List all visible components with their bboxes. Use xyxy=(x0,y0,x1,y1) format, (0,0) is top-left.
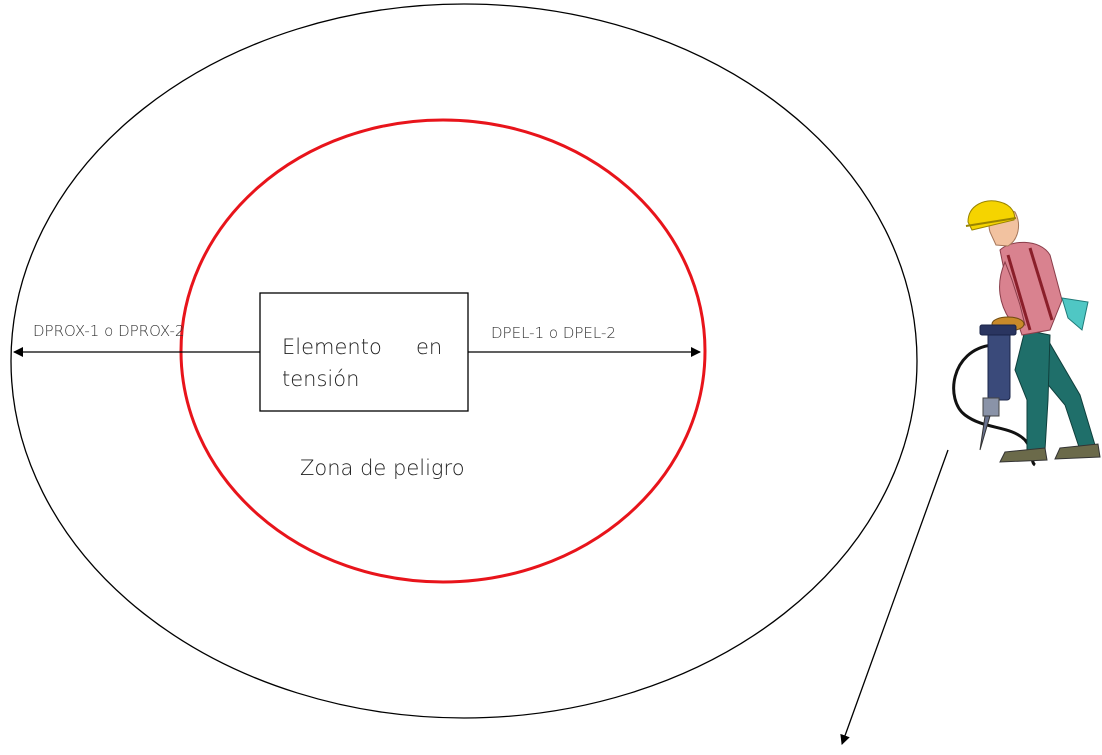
dprox-label: DPROX-1 o DPROX-2 xyxy=(33,322,184,340)
worker-direction-arrow xyxy=(840,449,949,745)
proximity-zone-ellipse xyxy=(10,3,918,719)
danger-zone-ellipse xyxy=(179,118,707,584)
worker-with-jackhammer-icon xyxy=(952,200,1101,467)
element-box-line1: Elemento xyxy=(282,335,382,359)
element-box-line2: tensión xyxy=(282,367,359,391)
energized-element-box xyxy=(259,292,469,412)
dpel-label: DPEL-1 o DPEL-2 xyxy=(491,324,616,342)
danger-zone-label: Zona de peligro xyxy=(300,456,465,480)
element-box-line1-word2: en xyxy=(416,335,442,359)
